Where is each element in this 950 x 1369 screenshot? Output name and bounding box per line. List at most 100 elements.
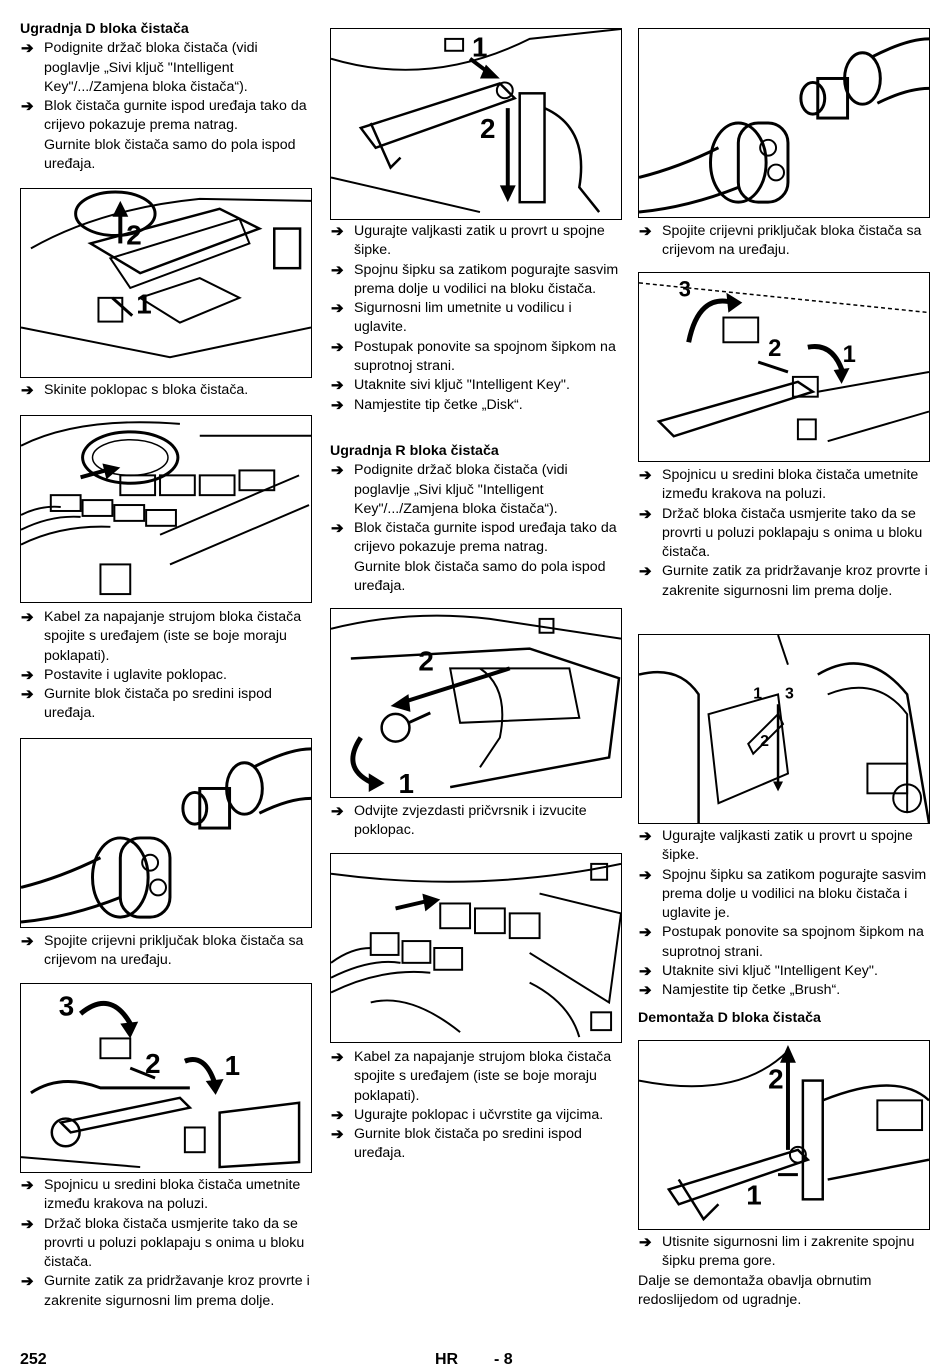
closing-note: Dalje se demontaža obavlja obrnutim redo… [638,1272,872,1308]
instruction-step: ➔Sigurnosni lim umetnite u vodilicu i ug… [330,299,622,338]
instruction-step: ➔ Skinite poklopac s bloka čistača. [20,381,312,400]
step-list: ➔Podignite držač bloka čistača (vidi pog… [20,39,312,135]
instruction-step: ➔Ugurajte poklopac i učvrstite ga vijcim… [330,1106,622,1125]
section-rod-steps-r: ➔ Ugurajte valjkasti zatik u provrt u spo… [638,827,930,1001]
callout-1: 1 [472,32,487,63]
instruction-step: ➔Spojite crijevni priključak bloka čista… [20,932,312,971]
callout-2: 2 [768,335,781,362]
instruction-text: Kabel za napajanje strujom bloka čistača… [44,609,302,664]
note-text: Gurnite blok čistača samo do pola ispod … [354,558,606,595]
figure-hose-connector-r [638,28,930,218]
instruction-text: Ugurajte valjkasti zatik u provrt u spoj… [662,828,913,864]
instruction-text: Spojite crijevni priključak bloka čistač… [662,223,922,259]
instruction-text: Držač bloka čistača usmjerite tako da se… [662,505,923,561]
arrow-bullet-icon: ➔ [21,1215,34,1233]
section-r-cable-steps: ➔ Kabel za napajanje strujom bloka čistač… [330,1048,622,1164]
callout-3: 3 [785,685,794,702]
section-install-d-block: Ugradnja D bloka čistača ➔Podignite drža… [20,20,312,174]
r-power-cable-illustration [331,862,621,1038]
instruction-step: ➔ Utisnite sigurnosni lim i zakrenite spo… [638,1233,930,1272]
instruction-text: Namjestite tip četke „Disk“. [354,396,523,413]
section-cable-connect: ➔ Kabel za napajanje strujom bloka čistač… [20,608,312,724]
instruction-step: ➔Spojnu šipku sa zatikom pogurajte sasvi… [638,866,930,924]
instruction-step: ➔Odvijte zvjezdasti pričvrsnik i izvucit… [330,802,622,841]
instruction-step: ➔Spojnicu u sredini bloka čistača umetni… [20,1176,312,1215]
arrow-bullet-icon: ➔ [21,382,34,399]
instruction-text: Spojnu šipku sa zatikom pogurajte sasvim… [354,261,619,297]
instruction-step: ➔Podignite držač bloka čistača (vidi pog… [330,461,622,519]
instruction-text: Postupak ponovite sa spojnom šipkom na s… [662,924,924,960]
callout-3: 3 [59,991,74,1022]
note-text: Gurnite blok čistača samo do pola ispod … [44,136,296,173]
star-knob-illustration: 2 1 [331,614,621,797]
instruction-step: ➔Gurnite zatik za pridržavanje kroz prov… [638,562,930,601]
instruction-step: ➔ Blok čistača gurnite ispod uređaja tako… [20,97,312,136]
arrow-bullet-icon: ➔ [21,609,34,626]
callout-1: 1 [225,1050,240,1081]
arrow-bullet-icon: ➔ [331,377,344,395]
arrow-bullet-icon: ➔ [21,1177,34,1194]
arrow-bullet-icon: ➔ [639,924,652,942]
instruction-text: Postupak ponovite sa spojnom šipkom na s… [354,338,616,375]
instruction-text: Utaknite sivi ključ "Intelligent Key". [354,377,570,394]
section-removal-steps: ➔ Utisnite sigurnosni lim i zakrenite spo… [638,1233,930,1310]
instruction-text: Držač bloka čistača usmjerite tako da se… [44,1215,305,1271]
instruction-step: ➔Gurnite zatik za pridržavanje kroz prov… [20,1272,312,1311]
instruction-text: Blok čistača gurnite ispod uređaja tako … [44,98,307,134]
instruction-step: ➔ Utaknite sivi ključ "Intelligent Key". [330,376,622,395]
step-hose-connect: ➔Spojite crijevni priključak bloka čista… [20,932,312,971]
arrow-bullet-icon: ➔ [639,563,652,581]
instruction-step: ➔Gurnite blok čistača po sredini ispod u… [330,1125,622,1164]
instruction-text: Kabel za napajanje strujom bloka čistača… [354,1049,612,1104]
language-code: HR [435,1351,459,1368]
arrow-bullet-icon: ➔ [331,396,344,414]
arrow-bullet-icon: ➔ [639,982,652,1000]
step-remove-cover: ➔ Skinite poklopac s bloka čistača. [20,381,312,400]
instruction-text: Utisnite sigurnosni lim i zakrenite spoj… [662,1234,915,1270]
arrow-bullet-icon: ➔ [331,300,344,318]
power-cable-illustration [21,421,311,596]
step-hose-connect-r: ➔ Spojite crijevni priključak bloka čista… [638,222,930,261]
callout-1: 1 [746,1179,761,1210]
instruction-step: ➔Blok čistača gurnite ispod uređaja tako… [330,519,622,558]
callout-1: 1 [136,289,151,320]
arrow-bullet-icon: ➔ [639,223,652,240]
removal-d-illustration: 2 1 [639,1044,929,1222]
lever-mount-r-illustration: 3 2 1 [639,277,929,443]
figure-cover-removal: 2 1 [20,188,312,378]
instruction-step: ➔Spojnu šipku sa zatikom pogurajte sasvi… [330,261,622,300]
arrow-bullet-icon: ➔ [639,1234,652,1251]
callout-1: 1 [843,341,856,368]
step-unscrew-knob: ➔Odvijte zvjezdasti pričvrsnik i izvucit… [330,802,622,841]
arrow-bullet-icon: ➔ [21,666,34,684]
instruction-step: ➔Držač bloka čistača usmjerite tako da s… [638,505,930,563]
instruction-text: Postavite i uglavite poklopac. [44,666,227,683]
section-install-r-block: Ugradnja R bloka čistača ➔Podignite drža… [330,442,622,596]
instruction-step: ➔Utaknite sivi ključ "Intelligent Key". [638,962,930,981]
section-heading: Demontaža D bloka čistača [638,1010,821,1026]
instruction-step: ➔ Držač bloka čistača usmjerite tako da s… [20,1215,312,1273]
figure-r-power-cable [330,853,622,1043]
instruction-step: ➔ Spojnicu u sredini bloka čistača umetni… [638,466,930,505]
instruction-text: Odvijte zvjezdasti pričvrsnik i izvucite… [354,803,587,839]
instruction-step: ➔ Postupak ponovite sa spojnom šipkom na … [638,923,930,962]
sub-page-number: - 8 [494,1351,513,1368]
instruction-step: ➔ Kabel za napajanje strujom bloka čistač… [20,608,312,666]
arrow-bullet-icon: ➔ [21,1273,34,1291]
instruction-text: Gurnite blok čistača po sredini ispod ur… [44,686,272,722]
arrow-bullet-icon: ➔ [331,1049,344,1066]
arrow-bullet-icon: ➔ [21,98,34,116]
section-rod-steps: ➔Ugurajte valjkasti zatik u provrt u spo… [330,222,622,415]
instruction-text: Skinite poklopac s bloka čistača. [44,382,249,398]
hose-connector-illustration [21,747,311,924]
connecting-rod-illustration: 1 2 [331,29,621,214]
arrow-bullet-icon: ➔ [639,467,652,484]
callout-2: 2 [760,733,769,750]
instruction-text: Podignite držač bloka čistača (vidi pogl… [354,462,568,517]
instruction-text: Spojnicu u sredini bloka čistača umetnit… [662,467,919,503]
section-heading: Ugradnja D bloka čistača [20,21,189,37]
hose-connector-r-illustration [639,37,929,214]
instruction-text: Ugurajte poklopac i učvrstite ga vijcima… [354,1106,604,1123]
arrow-bullet-icon: ➔ [639,828,652,845]
figure-lever-mount: 3 2 1 [20,983,312,1173]
